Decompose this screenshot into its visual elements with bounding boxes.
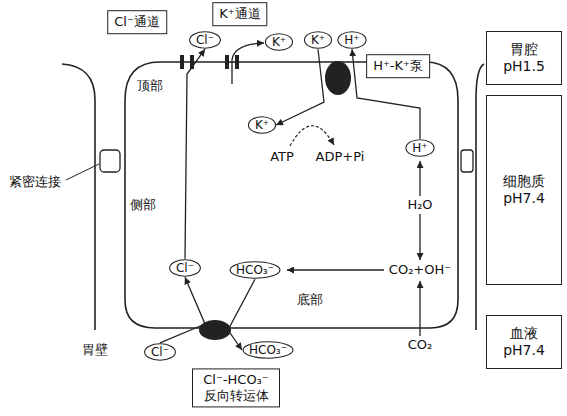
water-to-proton-arrow — [419, 161, 420, 196]
ion-ellipse: Cl⁻ — [169, 259, 201, 277]
connector-layer — [160, 49, 420, 350]
ion-ellipse: HCO₃⁻ — [229, 261, 281, 279]
part-label: 底部 — [296, 292, 324, 308]
part-label: CO₂ — [407, 337, 434, 353]
label-box: H⁺-K⁺泵 — [366, 54, 430, 78]
water-to-hydroxide-arrow — [419, 214, 420, 260]
ion-label: HCO₃⁻ — [236, 263, 274, 277]
co2-entry-arrow — [419, 281, 420, 336]
ion-ellipse-outline — [243, 342, 293, 359]
part-label: ADP+Pi — [315, 149, 366, 165]
box-text: 胃腔 pH1.5 — [499, 41, 549, 75]
ion-ellipse: K⁺ — [265, 33, 293, 51]
k-channel — [235, 55, 239, 69]
box-text: Cl⁻-HCO₃⁻ 反向转运体 — [199, 372, 273, 403]
ion-label: H⁺ — [344, 33, 359, 47]
ion-label: K⁺ — [255, 118, 269, 132]
transport-arrow — [276, 49, 324, 125]
antiporter — [199, 320, 231, 340]
label-box: Cl⁻通道 — [107, 10, 167, 34]
box-text: 细胞质 pH7.4 — [499, 173, 549, 207]
ion-ellipse-outline — [304, 32, 331, 49]
ion-ellipse-outline — [170, 260, 201, 277]
k-efflux-arrow — [232, 43, 264, 84]
cl-channel — [180, 55, 184, 69]
part-label: 顶部 — [136, 78, 164, 94]
compartment-box: 胃腔 pH1.5 — [486, 31, 562, 85]
ion-label: K⁺ — [311, 33, 325, 47]
transport-arrow — [228, 279, 255, 350]
part-label: CO₂+OH⁻ — [388, 262, 452, 278]
ion-ellipse-outline — [338, 32, 366, 49]
compartment-box: 血液 pH7.4 — [486, 315, 562, 369]
ion-label: Cl⁻ — [196, 33, 214, 47]
ion-label: Cl⁻ — [151, 345, 169, 359]
box-text: Cl⁻通道 — [114, 14, 160, 30]
proton-pump — [325, 61, 351, 95]
ion-ellipse-outline — [145, 344, 176, 361]
ion-ellipse: K⁺ — [304, 31, 332, 49]
ion-label: Cl⁻ — [176, 261, 194, 275]
ion-ellipse-outline — [265, 34, 292, 51]
part-label: H₂O — [406, 197, 433, 213]
tight-junction — [461, 150, 473, 172]
compartment-box: 细胞质 pH7.4 — [486, 95, 562, 285]
tight-junction — [100, 150, 120, 172]
ion-ellipse: K⁺ — [248, 116, 276, 134]
box-text: K⁺通道 — [219, 6, 260, 22]
ion-ellipse: H⁺ — [405, 139, 434, 157]
ion-label: K⁺ — [272, 35, 286, 49]
neighbor-membrane — [476, 64, 484, 330]
part-label: ATP — [269, 149, 295, 165]
transport-arrow — [160, 277, 205, 343]
cell-membrane — [125, 62, 458, 328]
ion-label: HCO₃⁻ — [249, 343, 287, 357]
ion-ellipse-outline — [230, 262, 280, 279]
box-text: 血液 pH7.4 — [499, 325, 549, 359]
part-label: 侧部 — [129, 197, 157, 213]
leader-line — [66, 164, 99, 180]
ion-ellipse-outline — [190, 32, 221, 49]
atp-arrow — [290, 126, 334, 146]
part-label: 紧密连接 — [8, 174, 62, 190]
label-box: K⁺通道 — [212, 2, 267, 26]
neighbor-membrane — [62, 64, 95, 330]
transport-arrow — [185, 49, 205, 259]
ion-ellipse: Cl⁻ — [189, 31, 221, 49]
part-label: 胃壁 — [81, 342, 109, 358]
ion-label: H⁺ — [412, 141, 427, 155]
ion-ellipse-outline — [248, 117, 275, 134]
k-channel — [225, 55, 229, 69]
bicarbonate-arrow — [287, 269, 384, 270]
ion-ellipse: H⁺ — [337, 31, 366, 49]
ion-ellipse: Cl⁻ — [144, 343, 176, 361]
ion-ellipse-outline — [406, 140, 434, 157]
label-box: Cl⁻-HCO₃⁻ 反向转运体 — [192, 368, 280, 407]
box-text: H⁺-K⁺泵 — [373, 58, 423, 74]
ion-ellipse: HCO₃⁻ — [242, 341, 294, 359]
